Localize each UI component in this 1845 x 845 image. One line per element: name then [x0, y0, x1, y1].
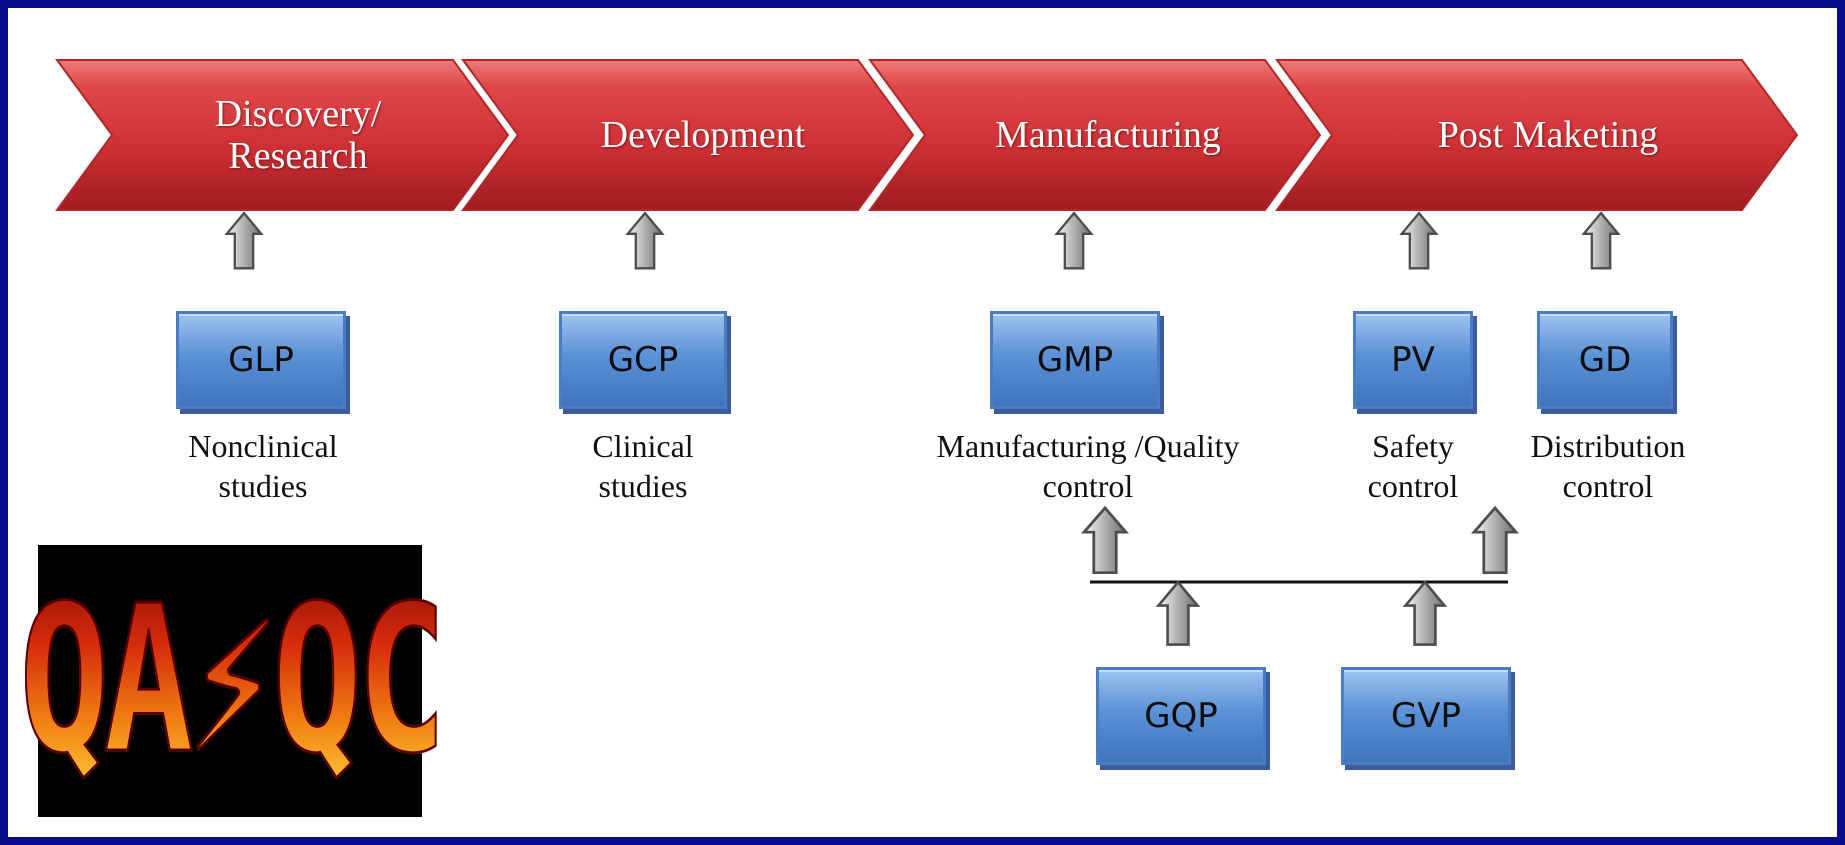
- stage-label-development: Development: [600, 114, 806, 156]
- stage-chevron-manufacturing: [868, 59, 1322, 211]
- gmp-box: GMP: [990, 311, 1160, 409]
- stage-chevron-post-marketing: [1275, 59, 1799, 211]
- caption-manufacturing-quality-control: Manufacturing /Quality control: [936, 428, 1240, 504]
- arrow-to-manufacturing-control: [1082, 506, 1128, 575]
- caption-nonclinical-studies: Nonclinical studies: [188, 428, 338, 504]
- arrow-gcp: [626, 211, 664, 270]
- qa-qc-logo: QA⚡QC: [18, 545, 448, 817]
- gd-box: GD: [1537, 311, 1673, 409]
- qa-qc-logo-text: QA⚡QC: [18, 562, 448, 800]
- diagram-graphics: [55, 59, 1799, 646]
- arrow-pv: [1400, 211, 1438, 270]
- arrow-glp: [225, 211, 263, 270]
- caption-clinical-studies: Clinical studies: [592, 428, 694, 504]
- pv-box: PV: [1353, 311, 1473, 409]
- arrow-gqp: [1157, 580, 1199, 646]
- caption-distribution-control: Distribution control: [1530, 428, 1686, 504]
- stage-label-manufacturing: Manufacturing: [995, 114, 1221, 156]
- stage-label-post-marketing: Post Maketing: [1437, 114, 1659, 156]
- gqp-box: GQP: [1096, 667, 1266, 765]
- glp-box: GLP: [176, 311, 346, 409]
- stage-chevron-development: [461, 59, 915, 211]
- caption-safety-control: Safety control: [1367, 428, 1459, 504]
- arrow-gd: [1582, 211, 1620, 270]
- stage-chevron-discovery: [55, 59, 510, 211]
- arrow-gmp: [1055, 211, 1093, 270]
- stage-label-discovery: Discovery/ Research: [214, 93, 382, 177]
- arrow-gvp: [1404, 580, 1446, 646]
- gcp-box: GCP: [559, 311, 727, 409]
- diagram-canvas: Discovery/ Research Development Manufact…: [8, 8, 1837, 837]
- gvp-box: GVP: [1341, 667, 1511, 765]
- arrow-to-safety-control: [1472, 506, 1518, 575]
